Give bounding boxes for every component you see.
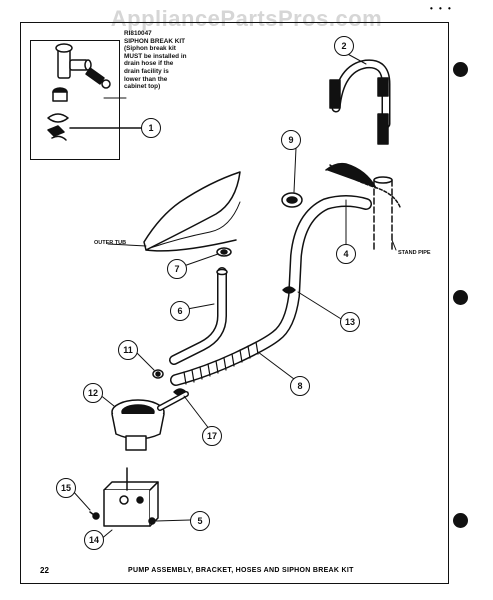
callout-6: 6 bbox=[170, 301, 190, 321]
stand-pipe-label: STAND PIPE bbox=[398, 250, 431, 256]
watermark: AppliancePartsPros.com bbox=[110, 6, 383, 31]
callout-2: 2 bbox=[334, 36, 354, 56]
kit-part-number: RI810047 bbox=[124, 30, 152, 37]
binder-hole-middle bbox=[453, 290, 468, 305]
corner-marks: • • • bbox=[430, 4, 453, 13]
callout-9: 9 bbox=[281, 130, 301, 150]
kit-note-line: lower than the bbox=[124, 75, 168, 83]
callout-14: 14 bbox=[84, 530, 104, 550]
kit-note-line: drain facility is bbox=[124, 67, 169, 75]
callout-15: 15 bbox=[56, 478, 76, 498]
kit-note-line: MUST be installed in bbox=[124, 52, 187, 60]
page-number: 22 bbox=[40, 566, 49, 575]
kit-note-line: drain hose if the bbox=[124, 60, 174, 68]
kit-note-line: (Siphon break kit bbox=[124, 45, 176, 53]
callout-7: 7 bbox=[167, 259, 187, 279]
callout-11: 11 bbox=[118, 340, 138, 360]
callout-4: 4 bbox=[336, 244, 356, 264]
kit-title: SIPHON BREAK KIT bbox=[124, 37, 186, 45]
callout-12: 12 bbox=[83, 383, 103, 403]
kit-note-line: cabinet top) bbox=[124, 83, 161, 91]
callout-13: 13 bbox=[340, 312, 360, 332]
diagram-frame bbox=[20, 22, 449, 584]
siphon-break-kit-box bbox=[30, 40, 120, 160]
siphon-kit-note: RI810047 SIPHON BREAK KIT (Siphon break … bbox=[124, 30, 244, 91]
diagram-caption: PUMP ASSEMBLY, BRACKET, HOSES AND SIPHON… bbox=[128, 567, 354, 574]
callout-1: 1 bbox=[141, 118, 161, 138]
callout-5: 5 bbox=[190, 511, 210, 531]
outer-tub-label: OUTER TUB bbox=[94, 240, 127, 246]
binder-hole-bottom bbox=[453, 513, 468, 528]
siphon-kit-parts bbox=[47, 43, 111, 141]
callout-8: 8 bbox=[290, 376, 310, 396]
binder-hole-top bbox=[453, 62, 468, 77]
callout-17: 17 bbox=[202, 426, 222, 446]
